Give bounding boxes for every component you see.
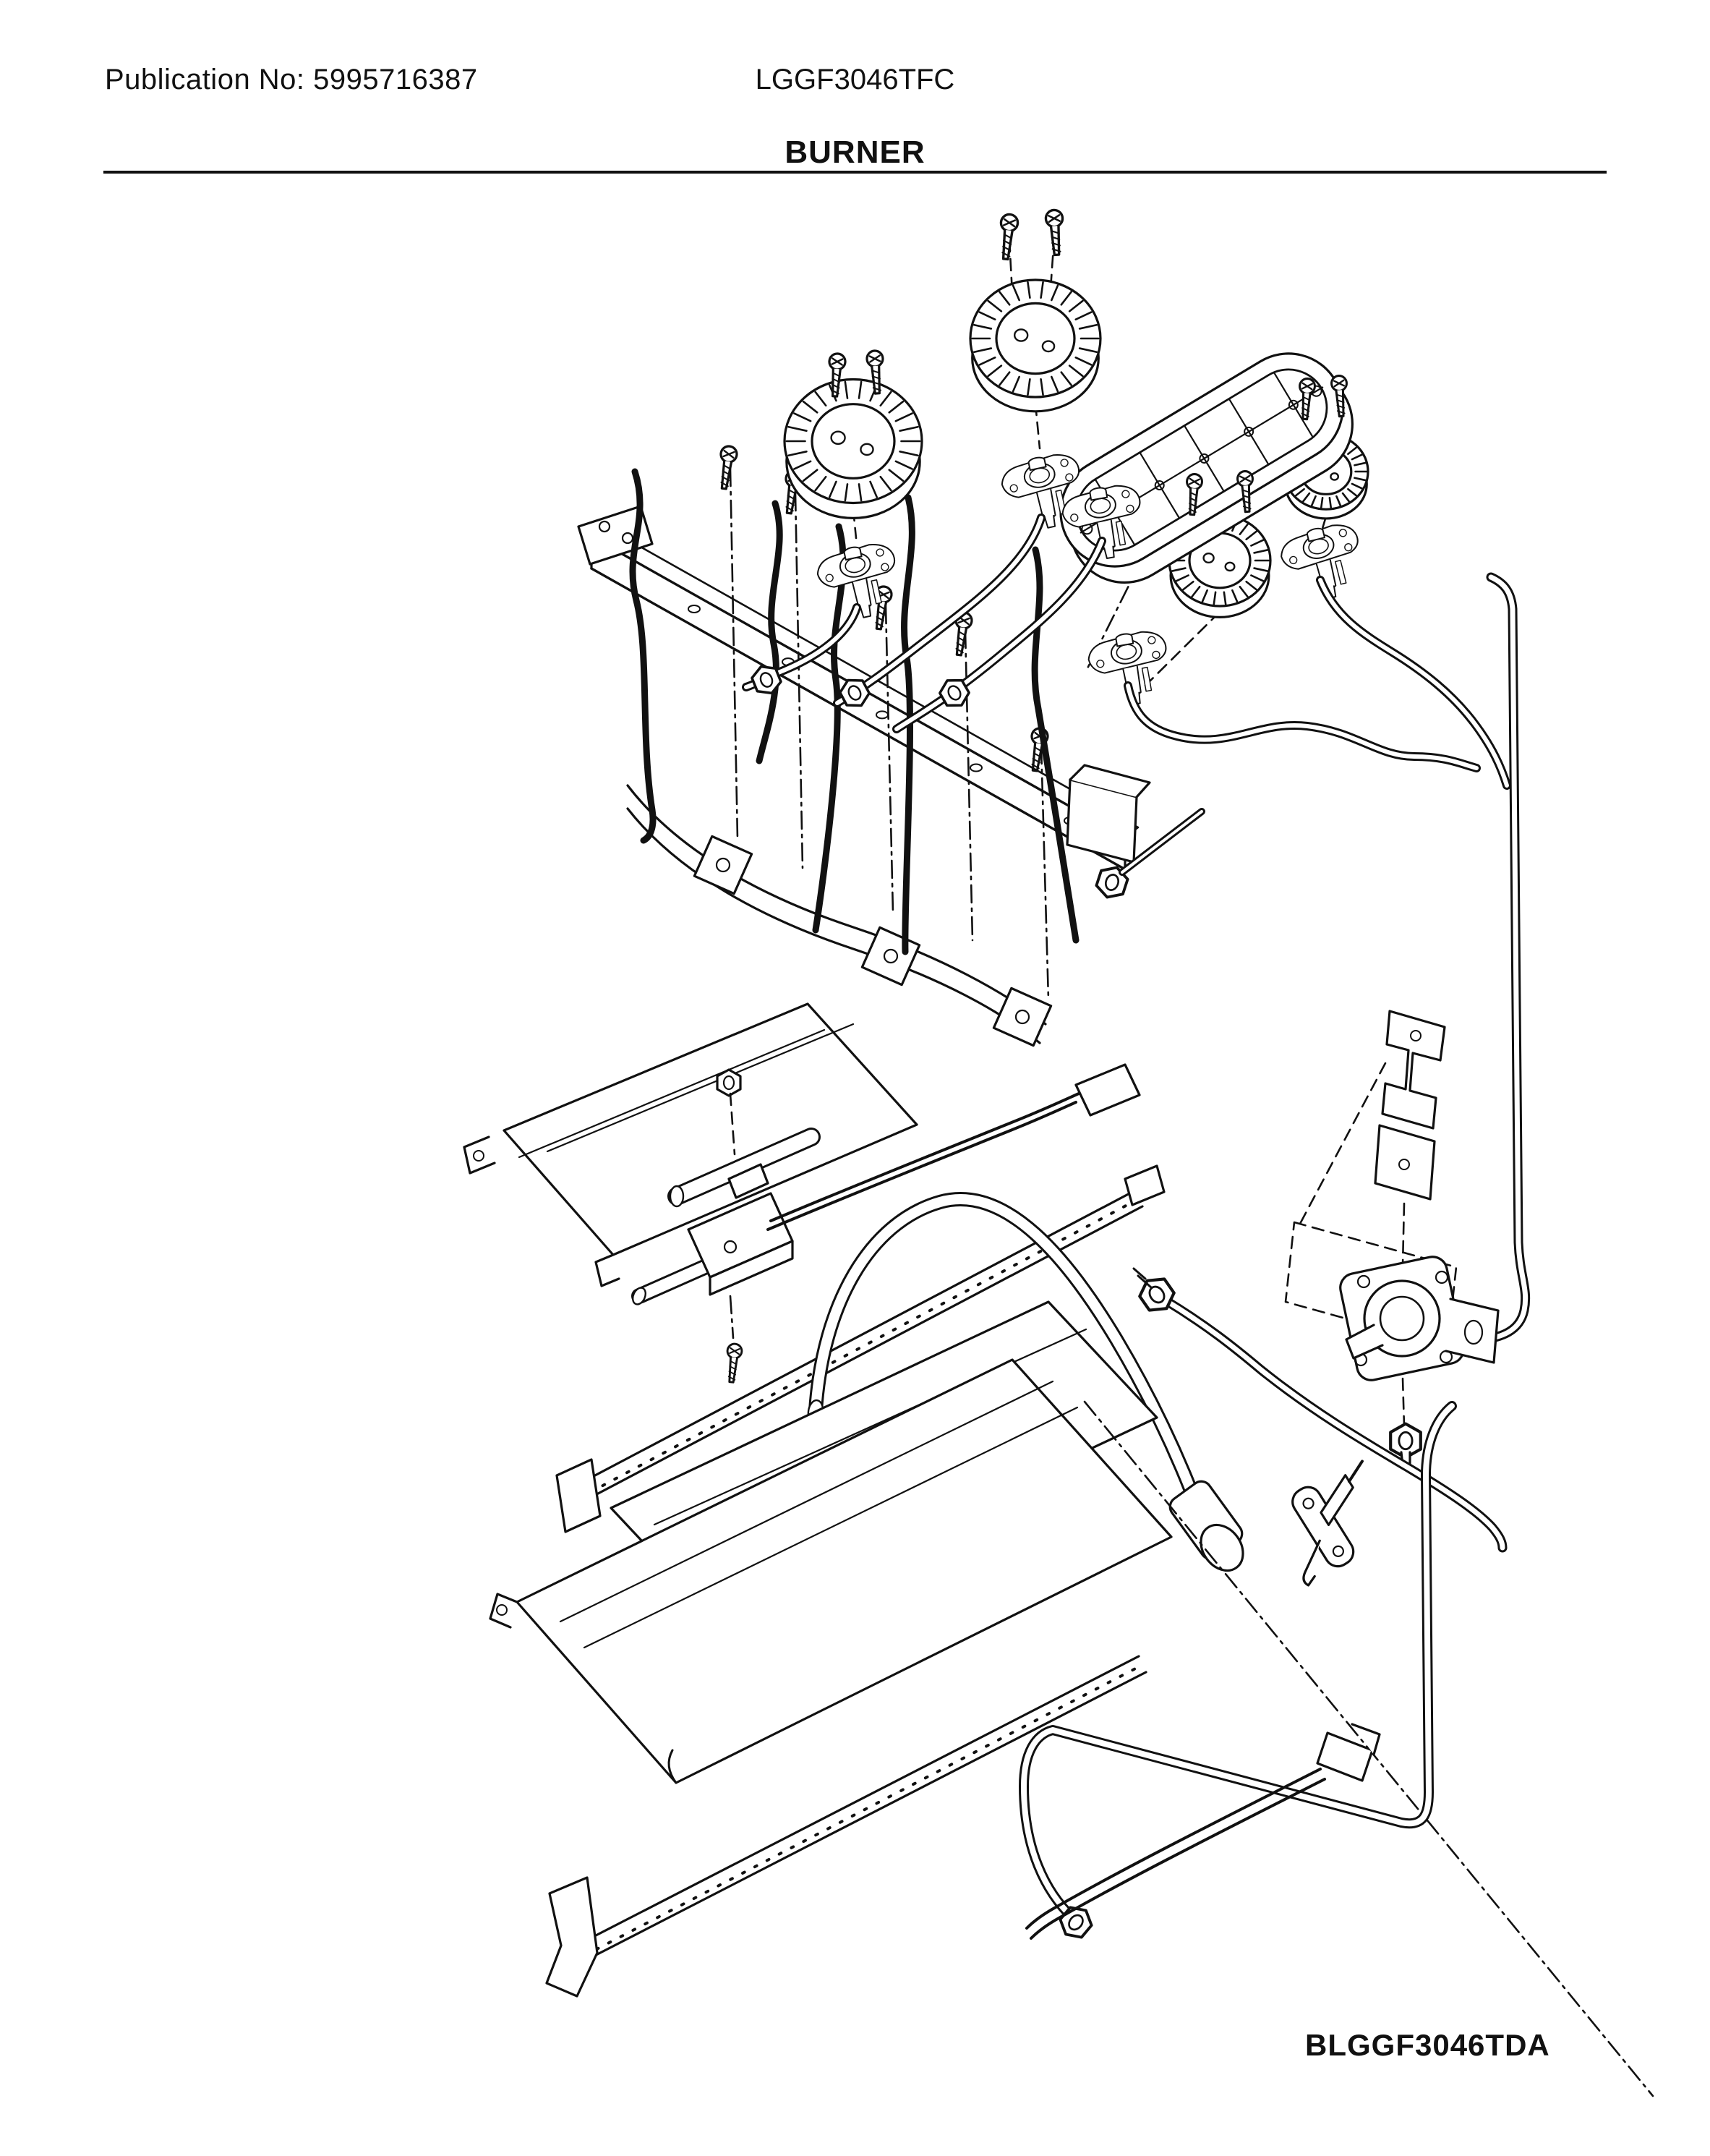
- diagram-art: [463, 208, 1654, 2097]
- page-title: BURNER: [785, 135, 925, 170]
- hex-fitting-icon: [1389, 1422, 1422, 1460]
- tube-22: [1019, 1401, 1457, 1939]
- oven-igniter-26: [631, 1063, 1141, 1384]
- bracket-15: [1284, 1010, 1458, 1348]
- screw-12-icon: [1330, 375, 1348, 418]
- valve-11: [1087, 631, 1167, 706]
- screw-12-icon: [1236, 470, 1254, 514]
- pipe-13: [1476, 572, 1531, 1345]
- screw-12-icon: [828, 352, 847, 398]
- screw-12-icon: [999, 213, 1019, 261]
- screw-12-icon: [865, 349, 884, 395]
- deflector-panel-20: [489, 1358, 1173, 1784]
- valve-11C: [816, 544, 896, 618]
- gas-pipe: [1124, 681, 1481, 772]
- model-number: LGGF3046TFC: [755, 64, 955, 95]
- igniter-harness: [1025, 1723, 1381, 1940]
- gas-pipe: [833, 514, 1046, 707]
- manifold-assembly: [577, 505, 1205, 899]
- broil-burner-23: [555, 1164, 1244, 1572]
- burner-u-tube: [808, 1192, 1197, 1496]
- burner-10B: [969, 278, 1102, 413]
- pressure-regulator-14: [1339, 1256, 1500, 1467]
- hex-fitting-icon: [839, 678, 871, 707]
- screw-12-icon: [719, 445, 738, 490]
- hex-fitting-icon: [1138, 1277, 1176, 1312]
- hex-fitting-icon: [751, 665, 782, 695]
- gas-pipe: [892, 537, 1106, 733]
- oven-burner-tube: [667, 1128, 821, 1206]
- gas-pipe: [1316, 576, 1511, 790]
- hex-fitting-icon: [939, 678, 970, 707]
- burner-10C: [783, 378, 923, 519]
- title-divider: [103, 171, 1607, 174]
- gas-pipe: [1019, 1401, 1457, 1923]
- valve-11D: [1061, 485, 1141, 560]
- hex-fitting-icon: [716, 1068, 742, 1097]
- screw-12-icon: [1186, 473, 1203, 516]
- bake-burner-rail-18: [545, 1655, 1147, 1998]
- spark-electrode-24: [1291, 1460, 1364, 1587]
- deflector-panel-25: [463, 1002, 918, 1287]
- screw-12-icon: [1299, 378, 1316, 421]
- diagram-code: BLGGF3046TDA: [1305, 2028, 1550, 2062]
- manifold-stub-tube: [1119, 808, 1205, 876]
- front-rail-3: [626, 784, 1053, 1047]
- publication-number: Publication No: 5995716387: [105, 64, 478, 95]
- venturi-tubes: [629, 468, 1080, 955]
- valve-11A: [1281, 524, 1359, 600]
- screw-12-icon: [1044, 208, 1064, 257]
- tube-16: [1160, 1295, 1508, 1553]
- screw-12-icon: [726, 1342, 743, 1384]
- screw-12-icon: [954, 611, 973, 657]
